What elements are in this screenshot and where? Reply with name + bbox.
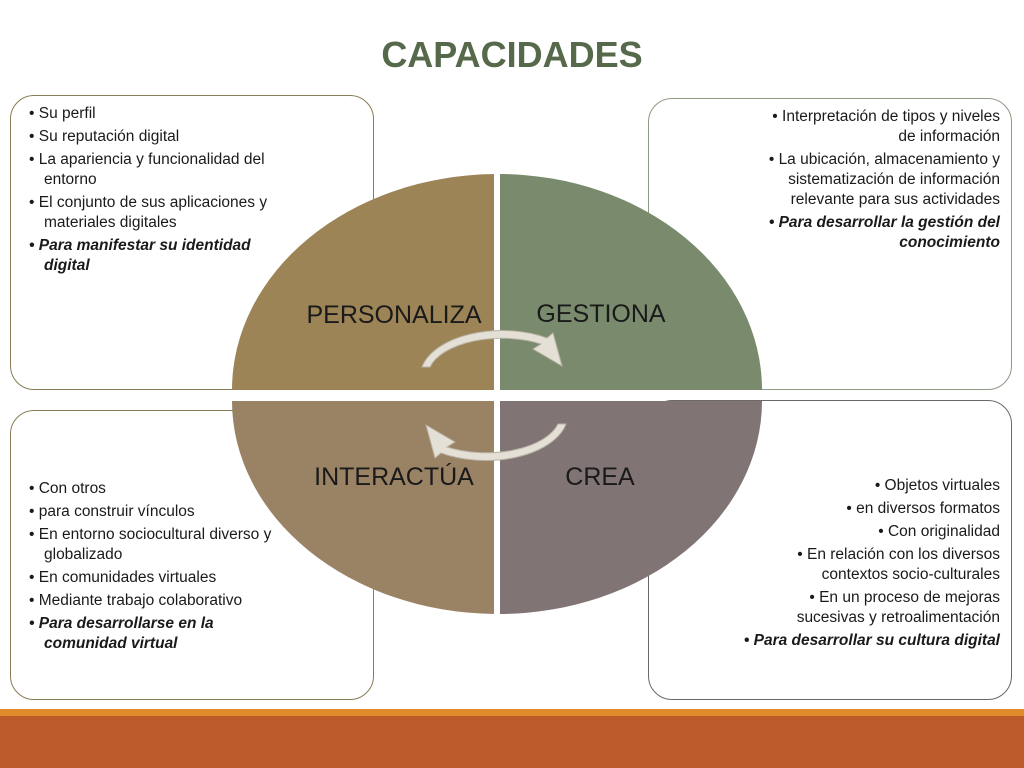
list-item: La ubicación, almacenamiento y sistemati… xyxy=(767,150,1000,210)
capability-box-interactua: Con otros para construir vínculos En ent… xyxy=(10,410,374,700)
quadrant-label-interactua: INTERACTÚA xyxy=(314,462,474,491)
list-item: En un proceso de mejoras sucesivas y ret… xyxy=(739,588,1000,628)
list-item: Su perfil xyxy=(29,104,283,124)
list-item: para construir vínculos xyxy=(29,502,283,522)
list-item: Con originalidad xyxy=(739,522,1000,542)
quadrant-label-personaliza: PERSONALIZA xyxy=(306,301,481,329)
list-item-emphasis: Para desarrollarse en la comunidad virtu… xyxy=(29,614,283,654)
capability-box-gestiona: Interpretación de tipos y niveles de inf… xyxy=(648,98,1012,390)
list-item: En entorno sociocultural diverso y globa… xyxy=(29,525,283,565)
quadrant-gestiona xyxy=(500,174,762,390)
quadrant-label-gestiona: GESTIONA xyxy=(536,300,666,328)
list-item-emphasis: Para desarrollar la gestión del conocimi… xyxy=(767,213,1000,253)
quadrant-personaliza xyxy=(232,174,494,390)
list-item: Objetos virtuales xyxy=(739,476,1000,496)
quadrant-crea xyxy=(500,401,762,614)
list-item: Con otros xyxy=(29,479,283,499)
list-item: Interpretación de tipos y niveles de inf… xyxy=(767,107,1000,147)
capabilities-circle-diagram: PERSONALIZA GESTIONA INTERACTÚA CREA xyxy=(232,174,762,614)
list-item: En relación con los diversos contextos s… xyxy=(739,545,1000,585)
list-item: En comunidades virtuales xyxy=(29,568,283,588)
list-item: El conjunto de sus aplicaciones y materi… xyxy=(29,193,283,233)
footer-bar xyxy=(0,716,1024,768)
list-item: Su reputación digital xyxy=(29,127,283,147)
list-item-emphasis: Para manifestar su identidad digital xyxy=(29,236,283,276)
list-item-emphasis: Para desarrollar su cultura digital xyxy=(739,631,1000,651)
list-item: en diversos formatos xyxy=(739,499,1000,519)
footer-accent-bar xyxy=(0,709,1024,716)
quadrant-interactua xyxy=(232,401,494,614)
list-item: La apariencia y funcionalidad del entorn… xyxy=(29,150,283,190)
quadrant-label-crea: CREA xyxy=(565,463,635,491)
page-title: CAPACIDADES xyxy=(381,34,643,75)
cycle-arrow-icon xyxy=(421,330,567,461)
list-item: Mediante trabajo colaborativo xyxy=(29,591,283,611)
